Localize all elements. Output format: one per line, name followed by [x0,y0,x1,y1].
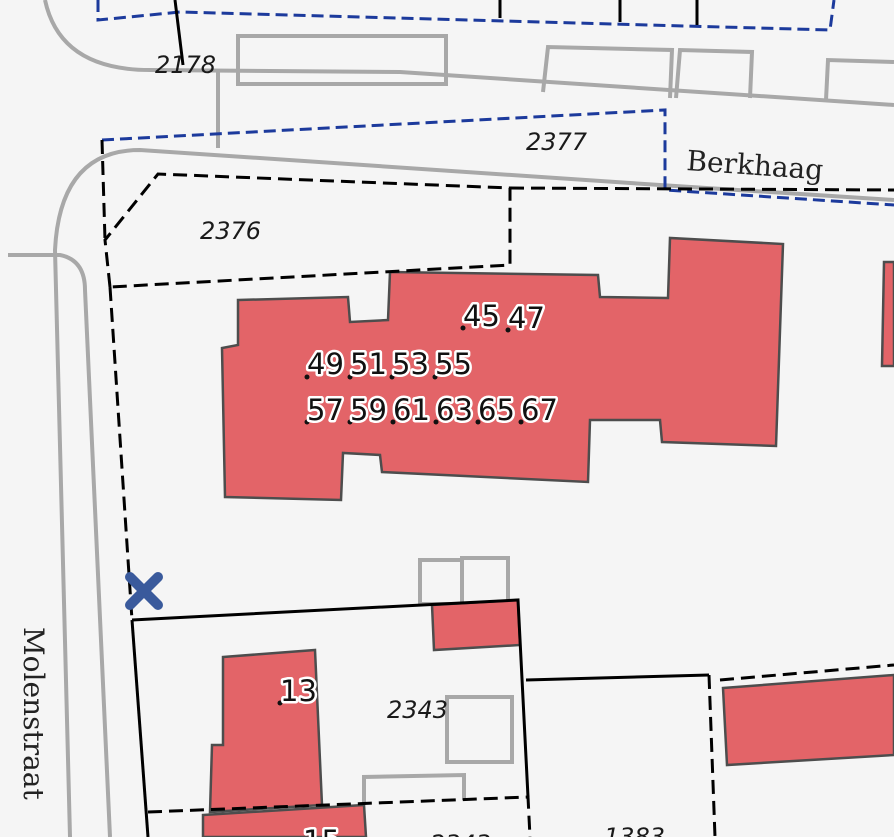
district-boundary-berkhaag [101,108,894,207]
parcel-boundaries [130,0,710,837]
address-dot-13 [277,700,283,706]
address-points [277,325,524,706]
road-molenstraat-inner-edge [8,253,112,837]
parcel-boundary-molen [108,286,134,621]
house-number-15: 15 [303,824,340,837]
building-13 [208,648,324,814]
parcel-boundary-1383 [707,674,717,837]
shed-top-2 [541,44,675,99]
address-dot-59 [347,419,353,425]
house-number-47: 47 [508,301,545,335]
address-dot-67 [518,419,524,425]
house-number-63: 63 [436,393,473,427]
road-outlines [8,0,894,837]
district-boundaries [96,0,894,207]
address-dot-51 [347,374,353,380]
parcel-label-2343: 2343 [387,696,448,724]
building-right-edge [880,260,894,368]
house-number-13: 13 [280,674,317,708]
parcel-line-top-1 [173,0,185,66]
house-number-61: 61 [393,393,430,427]
district-boundary-top [96,0,836,32]
parcel-line-left [130,619,150,837]
house-number-67: 67 [521,393,558,427]
address-dot-47 [505,327,511,333]
house-number-65: 65 [478,393,515,427]
parcel-label-2178: 2178 [155,51,216,79]
address-dot-49 [304,374,310,380]
address-dot-63 [433,419,439,425]
house-number-59: 59 [350,393,387,427]
house-number-45: 45 [463,299,500,333]
house-number-55: 55 [435,347,472,381]
parcel-boundary-south [147,795,532,837]
house-number-labels: 45 47 49 51 53 55 57 59 61 63 65 67 13 1… [278,297,561,837]
shed-top-1 [236,34,448,86]
address-dot-53 [389,374,395,380]
parcel-boundary-2343 [131,598,530,798]
building-main [220,236,785,502]
building-15 [201,803,368,837]
parcel-label-bottom-partial: 2343 [430,830,491,837]
house-number-51: 51 [350,347,387,381]
address-dot-55 [432,374,438,380]
parcel-line-mid [525,673,710,682]
parcel-boundary-east [509,186,894,192]
address-dot-65 [475,419,481,425]
parcel-label-2377: 2377 [526,128,588,156]
building-small-annex [430,598,522,652]
house-number-49: 49 [307,347,344,381]
parcel-label-1383: 1383 [604,823,665,837]
house-number-53: 53 [392,347,429,381]
shed-lower [362,772,466,805]
house-number-57: 57 [307,393,344,427]
road-top-edge [43,0,894,107]
parcel-boundary-west [100,139,107,241]
parcel-boundary-right [719,663,894,682]
cross-marker-icon[interactable] [125,572,163,610]
road-berkhaag-edge [52,147,894,837]
address-dot-57 [304,419,310,425]
address-dot-45 [460,325,466,331]
shed-2343 [445,695,514,764]
shed-top-3 [674,47,755,99]
parcel-labels: 2178 2377 2376 2343 2343 1383 [155,51,665,837]
street-label-molenstraat: Molenstraat [17,627,50,800]
shed-top-4 [824,57,894,101]
parcel-label-2376: 2376 [200,217,261,245]
address-dot-61 [390,419,396,425]
building-right-lower [721,673,894,767]
parcel-boundaries-dashed [100,139,894,837]
